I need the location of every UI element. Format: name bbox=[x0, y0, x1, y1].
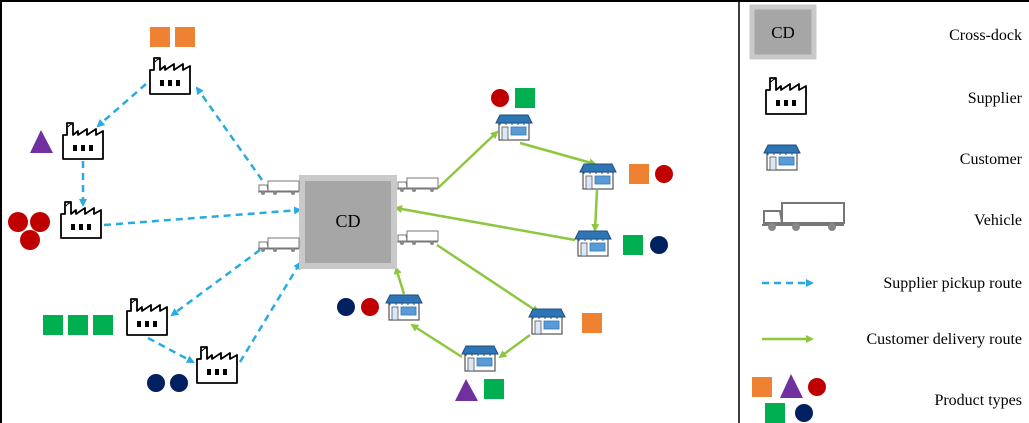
legend-customer-label: Customer bbox=[960, 151, 1023, 168]
red-circle-icon bbox=[20, 230, 40, 250]
pickup-route-navy-supplier-to-cd bbox=[238, 261, 302, 363]
red-circle-icon bbox=[655, 165, 673, 183]
orange-square-icon bbox=[752, 377, 772, 397]
store-icon bbox=[528, 308, 566, 335]
red-circle-icon bbox=[30, 212, 50, 232]
legend-cross-dock-icon-text: CD bbox=[771, 23, 795, 42]
delivery-route-cd-to-lower-right-customer bbox=[436, 243, 540, 314]
orange-square-icon bbox=[175, 27, 195, 47]
navy-circle-icon bbox=[170, 374, 188, 392]
delivery-routes bbox=[393, 130, 600, 359]
products-supplier-navy bbox=[147, 374, 188, 392]
factory-icon bbox=[62, 122, 104, 160]
truck-icon bbox=[257, 180, 300, 196]
green-square-icon bbox=[623, 235, 643, 255]
red-circle-icon bbox=[808, 378, 826, 396]
green-square-icon bbox=[68, 315, 88, 335]
delivery-route-top-to-right-customer bbox=[519, 141, 597, 167]
products-customer-bottom bbox=[455, 379, 504, 401]
pickup-route-top-to-triangle-supplier bbox=[96, 83, 147, 128]
factory-icon bbox=[60, 201, 102, 239]
pickup-route-green-to-navy-supplier bbox=[147, 336, 195, 364]
products-customer-top bbox=[491, 88, 535, 108]
products-supplier-top bbox=[150, 27, 195, 47]
truck-icon bbox=[396, 177, 439, 193]
legend-store-icon bbox=[763, 144, 801, 171]
legend-delivery-route-label: Customer delivery route bbox=[866, 331, 1022, 348]
delivery-route-right-to-mid-customer bbox=[591, 189, 600, 232]
cross-dock-label: CD bbox=[335, 211, 360, 231]
navy-circle-icon bbox=[650, 236, 668, 254]
products-customer-mid bbox=[623, 235, 668, 255]
products-customer-right bbox=[629, 164, 673, 184]
green-square-icon bbox=[515, 88, 535, 108]
navy-circle-icon bbox=[337, 298, 355, 316]
legend-product-types-label: Product types bbox=[934, 392, 1022, 409]
products-supplier-green bbox=[43, 315, 113, 335]
delivery-route-mid-customer-to-cd bbox=[394, 205, 576, 242]
purple-triangle-icon bbox=[30, 130, 53, 153]
orange-square-icon bbox=[150, 27, 170, 47]
pickup-route-cd-to-green-supplier bbox=[170, 248, 261, 317]
green-square-icon bbox=[93, 315, 113, 335]
pickup-route-red-supplier-to-cd bbox=[103, 206, 302, 227]
purple-triangle-icon bbox=[780, 374, 803, 398]
delivery-route-bottom-to-lower-left-customer bbox=[410, 323, 463, 359]
legend-supplier-label: Supplier bbox=[968, 90, 1023, 107]
products-supplier-triangle bbox=[30, 130, 53, 153]
green-square-icon bbox=[43, 315, 63, 335]
store-icon bbox=[495, 114, 533, 141]
pickup-routes bbox=[79, 83, 302, 364]
cross-dock-node: CD bbox=[299, 175, 397, 269]
green-square-icon bbox=[484, 379, 504, 399]
legend-cross-dock-label: Cross-dock bbox=[949, 27, 1022, 44]
pickup-route-cd-to-top-supplier bbox=[195, 86, 264, 181]
delivery-route-lower-left-customer-to-cd bbox=[393, 266, 406, 295]
store-icon bbox=[385, 294, 423, 321]
delivery-route-lower-right-to-bottom-customer bbox=[498, 333, 531, 359]
red-circle-icon bbox=[491, 89, 509, 107]
products-supplier-red bbox=[8, 212, 50, 250]
legend-truck-icon bbox=[761, 202, 845, 232]
legend-cross-dock-icon: CD bbox=[749, 4, 817, 60]
legend-product-types-icons bbox=[752, 374, 826, 423]
legend-factory-icon bbox=[765, 77, 807, 115]
store-icon bbox=[574, 230, 612, 257]
products-customer-lower-right bbox=[582, 313, 602, 333]
red-circle-icon bbox=[361, 298, 379, 316]
factory-icon bbox=[149, 57, 191, 95]
store-icon bbox=[461, 345, 499, 372]
green-square-icon bbox=[765, 403, 785, 423]
navy-circle-icon bbox=[147, 374, 165, 392]
delivery-route-cd-to-top-customer bbox=[437, 130, 499, 189]
navy-circle-icon bbox=[795, 404, 813, 422]
truck-icon bbox=[396, 230, 439, 246]
truck-icon bbox=[257, 237, 300, 253]
legend-vehicle-label: Vehicle bbox=[974, 212, 1022, 229]
purple-triangle-icon bbox=[455, 379, 478, 401]
orange-square-icon bbox=[629, 164, 649, 184]
orange-square-icon bbox=[582, 313, 602, 333]
red-circle-icon bbox=[8, 212, 28, 232]
store-icon bbox=[579, 163, 617, 190]
factory-icon bbox=[126, 298, 168, 336]
legend-pickup-route-label: Supplier pickup route bbox=[883, 275, 1022, 292]
factory-icon bbox=[196, 346, 238, 384]
products-customer-lower-left bbox=[337, 298, 379, 316]
